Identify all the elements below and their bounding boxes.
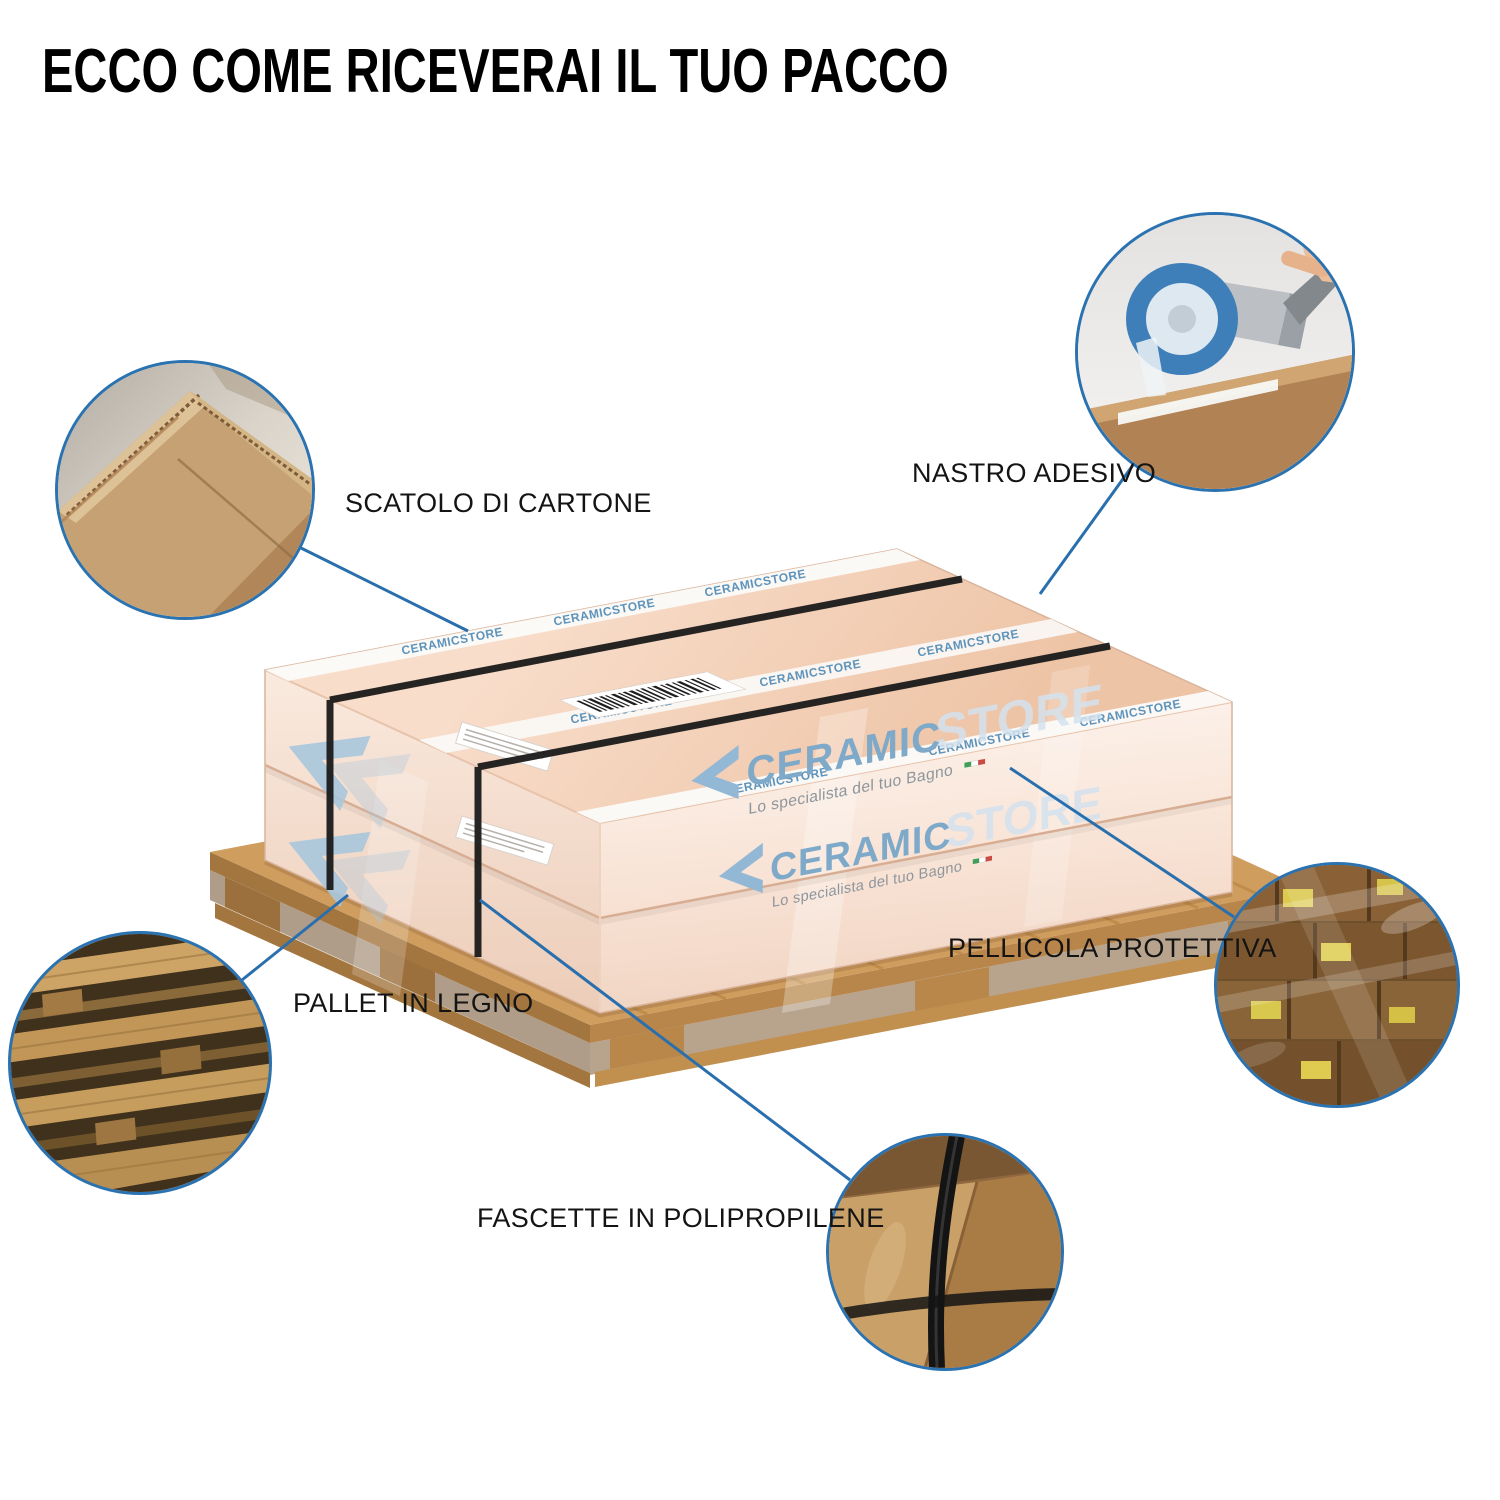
strap-top-b <box>477 642 1111 771</box>
barcode <box>576 677 722 712</box>
shipping-label <box>559 671 747 718</box>
photo-strap-corner <box>826 1133 1064 1371</box>
italian-flag-icon <box>964 758 986 768</box>
pallet-deck-edge-front <box>590 888 1305 1043</box>
callout-label-scatolo: SCATOLO DI CARTONE <box>345 488 652 518</box>
callout-label-nastro: NASTRO ADESIVO <box>912 458 1157 488</box>
tape-strips <box>265 549 1232 823</box>
pallet-block <box>380 947 435 1002</box>
connector-scatolo <box>300 546 469 633</box>
page-title: ECCO COME RICEVERAI IL TUO PACCO <box>42 37 949 106</box>
connector-pallet <box>241 893 349 982</box>
callout-label-pellicola: PELLICOLA PROTETTIVA <box>948 933 1277 963</box>
pallet-bottom-board-left <box>215 903 590 1088</box>
strap-top-a <box>329 575 963 704</box>
photo-tape-dispenser <box>1075 212 1355 492</box>
brand-chevron-icon <box>718 842 763 894</box>
pallet-block <box>610 1025 684 1069</box>
pallet-block <box>225 877 280 932</box>
connectors <box>241 464 1235 1182</box>
connector-pellicola <box>1009 766 1235 919</box>
callout-label-pallet: PALLET IN LEGNO <box>293 988 534 1018</box>
box-ground-shadow <box>263 859 1233 1018</box>
straps <box>326 575 1111 957</box>
callout-label-fascette: FASCETTE IN POLIPROPILENE <box>477 1203 885 1233</box>
connector-fascette <box>479 898 851 1182</box>
brand-chevron-icon <box>691 745 739 800</box>
pallet-block <box>915 967 989 1011</box>
pallet-bottom-board-front <box>595 936 1305 1087</box>
pallet-deck-edge-left <box>210 852 590 1043</box>
connector-nastro <box>1038 464 1135 595</box>
photo-wooden-pallet <box>8 931 272 1195</box>
italian-flag-icon <box>972 855 993 865</box>
package-box: CERAMICSTORE CERAMICSTORE CERAMICSTORE C… <box>263 548 1233 1018</box>
photo-cardboard-box <box>55 360 315 620</box>
photo-shrink-wrap <box>1214 862 1460 1108</box>
